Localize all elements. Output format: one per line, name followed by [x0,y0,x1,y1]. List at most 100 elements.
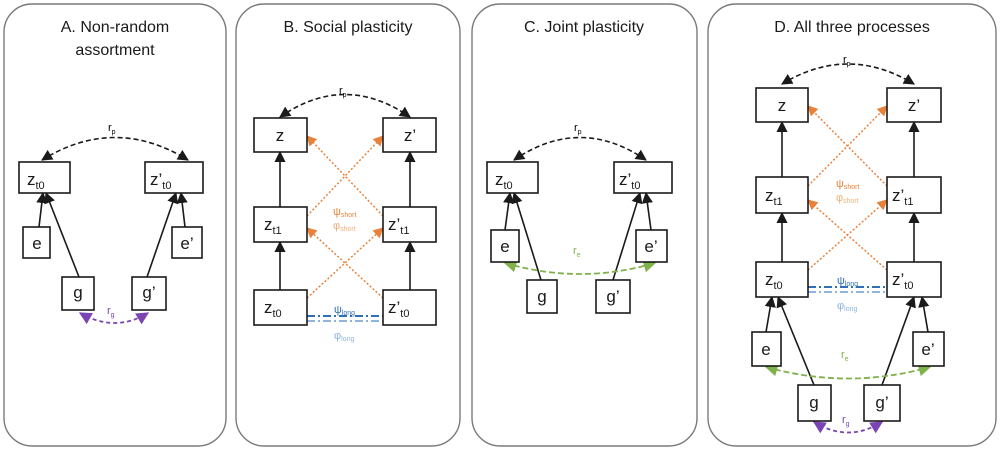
panel-b-title: B. Social plasticity [284,19,413,36]
svg-text:z’t1: z’t1 [892,186,913,208]
node-z-t0: zt0 [755,261,809,298]
short-term-arrow-zpt0-to-zt1 [807,199,888,271]
short-term-arrow-zt0-to-zpt1 [306,227,384,299]
phi-short-label: φshort [836,192,859,205]
node-z-t0: zt0 [18,161,71,194]
phenotypic-correlation-arc [513,136,647,161]
svg-text:zt0: zt0 [264,298,282,320]
svg-text:g’: g’ [606,287,619,306]
svg-text:g’: g’ [875,393,888,412]
rp-label: rp [339,85,347,99]
svg-text:z: z [778,96,787,115]
node-e: e [751,331,782,367]
node-z-t1: zt1 [253,206,308,243]
svg-text:zt0: zt0 [495,170,513,192]
rp-label: rp [574,122,582,136]
arrow-g-to-zt0 [44,191,80,278]
panel-d-frame [707,3,997,447]
phenotypic-correlation-arc [279,93,411,118]
node-zprime-t1: z’t1 [886,176,942,214]
svg-text:e’: e’ [180,234,193,253]
node-zprime-t0: z’t0 [613,161,673,194]
environmental-correlation-arc [503,260,657,275]
svg-text:z: z [276,126,285,145]
panel-c-frame [471,3,698,447]
panel-social-plasticity: B. Social plasticity rp ψshort φshort ψl… [235,3,461,447]
svg-text:z’t0: z’t0 [150,170,171,192]
short-term-arrow-zpt1-to-z [807,105,888,187]
genetic-correlation-arc [78,312,150,325]
svg-text:z’: z’ [404,126,416,145]
node-zprime-t0: z’t0 [382,289,437,326]
svg-text:z’t0: z’t0 [892,270,913,292]
svg-text:e: e [761,340,770,359]
svg-text:z’: z’ [908,96,920,115]
phi-short-label: φshort [333,220,356,233]
panel-a-title-line2: assortment [75,42,155,59]
arrow-e-to-zt0 [36,191,48,228]
arrow-e-to-zt0 [503,191,515,231]
svg-text:e: e [32,234,41,253]
svg-text:e’: e’ [644,237,657,256]
short-term-arrow-zpt0-to-zt1 [306,227,384,299]
node-gprime: g’ [863,384,901,422]
rg-label: rg [107,305,115,319]
svg-text:zt0: zt0 [27,170,45,192]
svg-text:g: g [73,283,82,302]
node-z: z [253,117,308,153]
node-g: g [797,384,832,422]
psi-long-label: ψlong [334,304,355,317]
phenotypic-correlation-arc [41,136,189,161]
svg-text:g’: g’ [142,283,155,302]
panel-c-title: C. Joint plasticity [524,19,644,36]
arrow-ep-to-zpt0 [918,295,930,333]
node-zprime: z’ [886,87,942,123]
node-e: e [490,229,520,263]
node-z-t1: zt1 [755,176,809,214]
node-eprime: e’ [912,331,945,367]
svg-text:zt0: zt0 [765,270,783,292]
svg-text:z’t0: z’t0 [619,170,640,192]
node-zprime-t0: z’t0 [886,261,942,298]
svg-text:zt1: zt1 [264,215,282,237]
node-z-t0: zt0 [253,289,308,326]
phenotypic-correlation-arc [781,63,915,85]
node-gprime: g’ [595,279,631,314]
svg-text:e: e [500,237,509,256]
node-e: e [22,226,51,259]
psi-short-label: ψshort [836,178,859,191]
node-z: z [755,87,809,123]
rg-label: rg [842,414,850,428]
environmental-correlation-arc [764,363,932,380]
svg-text:z’t1: z’t1 [388,215,409,237]
node-z-t0: zt0 [486,161,539,194]
svg-text:e’: e’ [921,340,934,359]
panel-a-title-line1: A. Non-random [61,19,170,36]
svg-text:g: g [809,393,818,412]
phi-long-label: φlong [837,300,857,313]
arrow-e-to-zt0 [764,295,776,333]
rp-label: rp [843,54,851,68]
svg-text:zt1: zt1 [765,186,783,208]
re-label: re [573,245,581,259]
rp-label: rp [108,122,116,136]
psi-long-label: ψlong [837,275,858,288]
panel-a-frame [3,3,227,447]
node-eprime: e’ [635,229,668,263]
genetic-correlation-arc [812,421,884,434]
arrow-ep-to-zpt0 [641,191,653,231]
node-zprime-t1: z’t1 [382,206,437,243]
node-g: g [526,279,558,314]
svg-text:z’t0: z’t0 [388,298,409,320]
psi-short-label: ψshort [333,206,356,219]
node-gprime: g’ [131,276,167,311]
panel-d-title: D. All three processes [774,19,930,36]
arrow-ep-to-zpt0 [176,191,188,228]
node-zprime-t0: z’t0 [144,161,204,194]
panel-all-three-processes: D. All three processes rp ψshort φshort … [707,3,997,447]
node-g: g [61,276,95,311]
panel-non-random-assortment: A. Non-random assortment rp rg zt0 z’t0 … [3,3,227,447]
node-zprime: z’ [382,117,437,153]
arrow-gp-to-zpt0 [146,191,179,278]
